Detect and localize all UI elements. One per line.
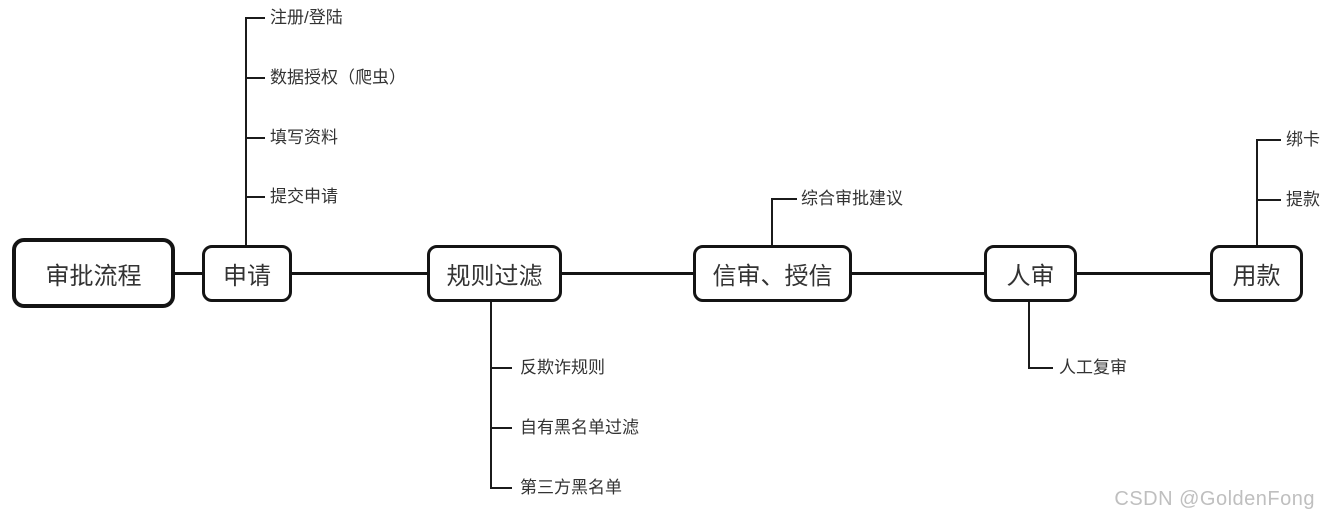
leaf-data-auth[interactable]: 数据授权（爬虫） — [270, 67, 406, 87]
branch-line-loan — [1256, 140, 1258, 245]
leaf-withdraw[interactable]: 提款 — [1286, 189, 1320, 209]
branch-tick — [245, 196, 265, 198]
branch-tick — [245, 17, 265, 19]
branch-tick — [1256, 139, 1281, 141]
leaf-own-blacklist[interactable]: 自有黑名单过滤 — [520, 417, 639, 437]
branch-tick — [490, 367, 512, 369]
node-loan-use[interactable]: 用款 — [1210, 245, 1303, 302]
node-apply[interactable]: 申请 — [202, 245, 292, 302]
connector-root-apply — [175, 272, 203, 275]
node-manual-review[interactable]: 人审 — [984, 245, 1077, 302]
branch-line-rulefilter — [490, 302, 492, 489]
leaf-bind-card[interactable]: 绑卡 — [1286, 129, 1320, 149]
branch-tick — [1028, 367, 1053, 369]
branch-line-credit — [771, 198, 773, 245]
branch-line-manual — [1028, 302, 1030, 369]
branch-tick — [490, 427, 512, 429]
leaf-third-blacklist[interactable]: 第三方黑名单 — [520, 477, 622, 497]
connector-apply-rulefilter — [292, 272, 427, 275]
node-approval-flow[interactable]: 审批流程 — [12, 238, 175, 308]
branch-line-apply — [245, 17, 247, 245]
branch-tick — [245, 137, 265, 139]
node-rule-filter[interactable]: 规则过滤 — [427, 245, 562, 302]
connector-manual-loan — [1077, 272, 1210, 275]
connector-rulefilter-credit — [562, 272, 693, 275]
branch-tick — [245, 77, 265, 79]
leaf-manual-recheck[interactable]: 人工复审 — [1059, 357, 1127, 377]
leaf-submit-apply[interactable]: 提交申请 — [270, 186, 338, 206]
leaf-approval-suggestion[interactable]: 综合审批建议 — [801, 188, 903, 208]
leaf-anti-fraud[interactable]: 反欺诈规则 — [520, 357, 605, 377]
connector-credit-manual — [852, 272, 984, 275]
node-credit-review[interactable]: 信审、授信 — [693, 245, 852, 302]
leaf-fill-info[interactable]: 填写资料 — [270, 127, 338, 147]
branch-tick — [490, 487, 512, 489]
branch-tick — [771, 198, 797, 200]
branch-tick — [1256, 199, 1281, 201]
leaf-register-login[interactable]: 注册/登陆 — [270, 7, 343, 27]
watermark: CSDN @GoldenFong — [1114, 488, 1315, 510]
